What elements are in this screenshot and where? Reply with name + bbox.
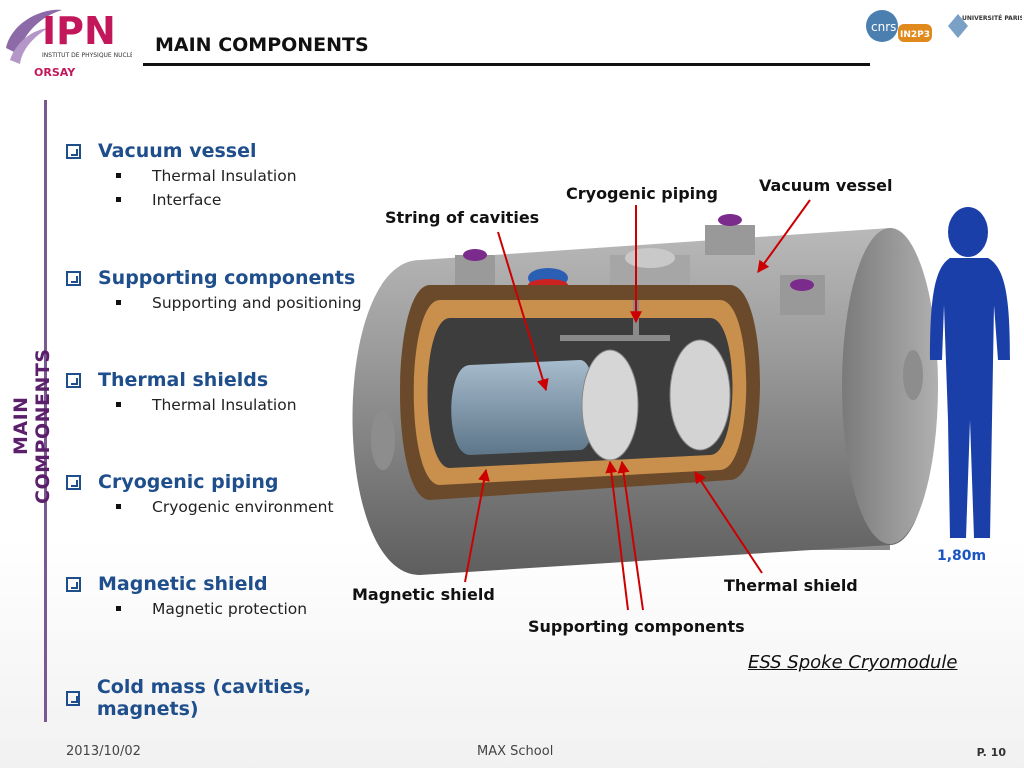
label-thermal-shield: Thermal shield — [724, 576, 858, 595]
section-title: Supporting components — [98, 267, 356, 289]
page-number: P. 10 — [976, 746, 1006, 759]
square-bullet-icon — [116, 173, 121, 178]
section-supporting-components: Supporting components Supporting and pos… — [66, 267, 362, 313]
section-vacuum-vessel: Vacuum vessel Thermal Insulation Interfa… — [66, 140, 297, 210]
label-cryogenic-piping: Cryogenic piping — [566, 184, 719, 203]
page-title: MAIN COMPONENTS — [155, 34, 369, 56]
pointer-string-of-cavities — [497, 231, 549, 392]
section-title: Vacuum vessel — [98, 140, 257, 162]
beam-flange — [371, 410, 395, 470]
title-divider — [143, 63, 870, 66]
port-cap — [463, 249, 487, 261]
checkbox-bullet-icon — [66, 143, 81, 159]
pointer-supporting-components — [617, 460, 644, 611]
checkbox-bullet-icon — [66, 474, 81, 490]
pointer-magnetic-shield — [464, 468, 490, 583]
square-bullet-icon — [116, 606, 121, 611]
checkbox-bullet-icon — [66, 372, 81, 388]
footer-event: MAX School — [477, 744, 554, 759]
beam-flange — [903, 350, 923, 400]
top-port — [705, 225, 755, 255]
chimney-top — [625, 248, 675, 268]
section-title: Thermal shields — [98, 369, 269, 391]
logo-text: IPN — [42, 9, 116, 53]
human-scale-silhouette — [930, 207, 1010, 538]
pointer-thermal-shield — [694, 471, 763, 574]
pointer-vacuum-vessel — [757, 199, 811, 273]
section-item: Thermal Insulation — [152, 166, 297, 185]
cavity-disk — [669, 339, 731, 451]
figure-caption: ESS Spoke Cryomodule — [748, 652, 958, 673]
vessel-end-cap — [842, 228, 938, 544]
section-item: Supporting and positioning — [152, 293, 362, 312]
section-item: Interface — [152, 190, 222, 209]
human-height-label: 1,80m — [937, 548, 987, 564]
label-magnetic-shield: Magnetic shield — [352, 585, 495, 604]
port-cap — [718, 214, 742, 226]
checkbox-bullet-icon — [66, 576, 81, 592]
section-title: Cold mass (cavities, magnets) — [96, 676, 312, 720]
section-cryogenic-piping: Cryogenic piping Cryogenic environment — [66, 471, 334, 517]
section-item: Thermal Insulation — [152, 395, 297, 414]
section-thermal-shields: Thermal shields Thermal Insulation — [66, 369, 297, 415]
section-item: Magnetic protection — [152, 599, 308, 618]
side-divider — [44, 100, 47, 722]
checkbox-bullet-icon — [66, 270, 81, 286]
footer-date: 2013/10/02 — [66, 744, 141, 759]
pointer-supporting-components — [605, 460, 629, 611]
partner-logos: cnrs IN2P3 UNIVERSITÉ PARIS-SUD 11 — [862, 8, 1024, 48]
label-string-of-cavities: String of cavities — [385, 208, 540, 227]
section-cold-mass: Cold mass (cavities, magnets) — [66, 676, 386, 720]
univ-logo: UNIVERSITÉ PARIS-SUD 11 — [962, 14, 1022, 22]
cavity-disk — [581, 349, 639, 461]
section-title: Cryogenic piping — [98, 471, 279, 493]
ipn-logo: IPN INSTITUT DE PHYSIQUE NUCLÉAIRE ORSAY — [2, 2, 148, 82]
square-bullet-icon — [116, 402, 121, 407]
section-magnetic-shield: Magnetic shield Magnetic protection — [66, 573, 307, 619]
port-cap — [790, 279, 814, 291]
section-item: Cryogenic environment — [152, 497, 334, 516]
label-supporting-components: Supporting components — [528, 617, 745, 636]
in2p3-logo: IN2P3 — [900, 30, 930, 40]
square-bullet-icon — [116, 197, 121, 202]
cnrs-logo: cnrs — [871, 20, 896, 34]
square-bullet-icon — [116, 300, 121, 305]
square-bullet-icon — [116, 504, 121, 509]
section-title: Magnetic shield — [98, 573, 268, 595]
logo-city: ORSAY — [34, 66, 76, 79]
label-vacuum-vessel: Vacuum vessel — [759, 176, 893, 195]
cavity-string — [451, 360, 595, 455]
cryo-pipe — [560, 335, 670, 341]
logo-subtext: INSTITUT DE PHYSIQUE NUCLÉAIRE — [42, 51, 132, 59]
checkbox-bullet-icon — [66, 690, 80, 706]
